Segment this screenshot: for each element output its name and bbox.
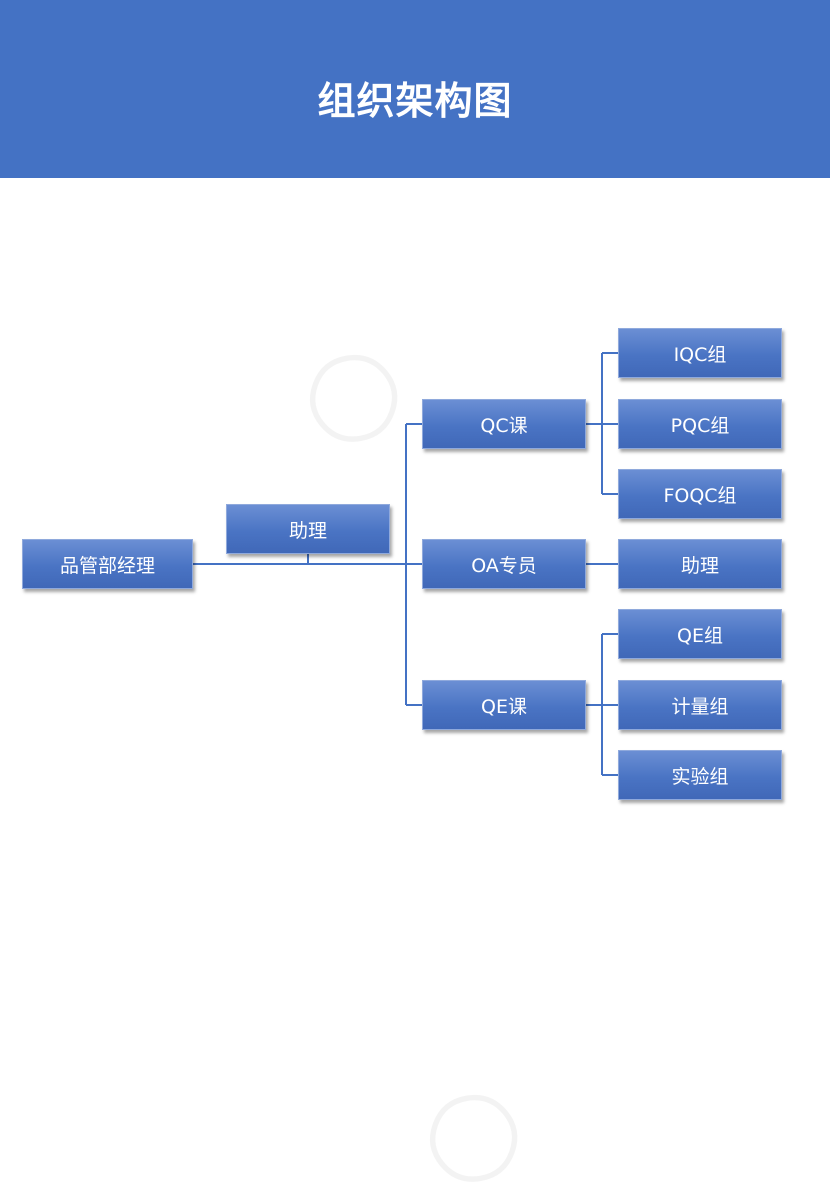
org-connectors <box>193 352 619 776</box>
node-qe-group: QE组 <box>618 609 782 659</box>
node-metrology-group: 计量组 <box>618 680 782 730</box>
node-dept-qe: QE课 <box>422 680 586 730</box>
node-dept-qc: QC课 <box>422 399 586 449</box>
page-title: 组织架构图 <box>317 79 513 123</box>
node-iqc-group: IQC组 <box>618 328 782 378</box>
node-foqc-group: FOQC组 <box>618 469 782 519</box>
node-pqc-group: PQC组 <box>618 399 782 449</box>
node-lab-group: 实验组 <box>618 750 782 800</box>
node-root-manager: 品管部经理 <box>22 539 193 589</box>
header-banner: 组织架构图 <box>0 0 830 178</box>
node-dept-oa: OA专员 <box>422 539 586 589</box>
node-oa-assistant: 助理 <box>618 539 782 589</box>
node-assistant: 助理 <box>226 504 390 554</box>
